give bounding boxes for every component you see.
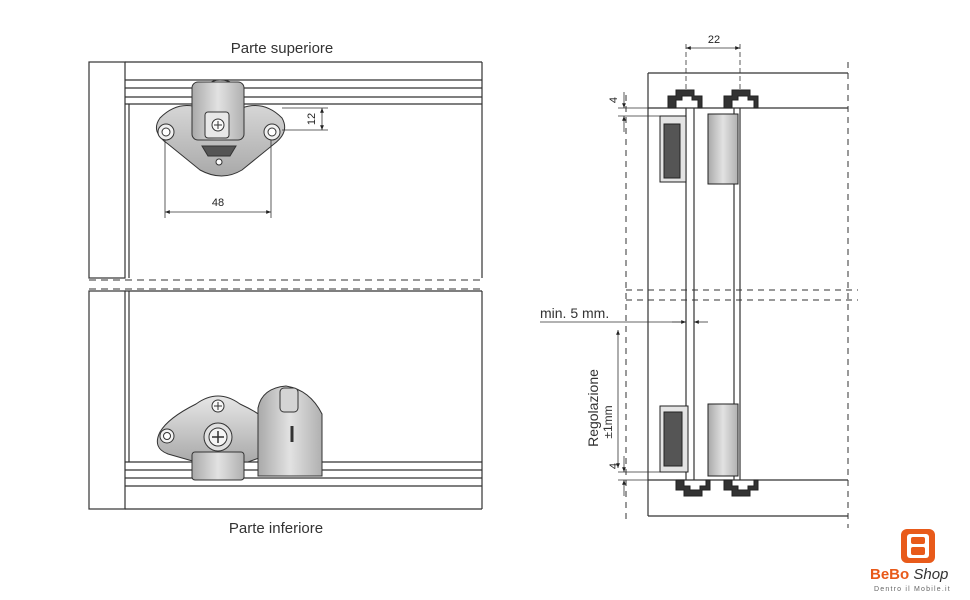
brand-tagline: Dentro il Mobile.it: [874, 586, 951, 593]
adjust-range: ±1mm: [601, 405, 615, 438]
brand-name-main: BeBo: [870, 566, 910, 583]
dim-48: [164, 140, 272, 218]
dim-4-bottom: [618, 456, 676, 496]
dim-48-label: 48: [212, 197, 224, 209]
dim-22-label: 22: [708, 34, 720, 46]
section-view: 22 4 min. 5 mm. Regolazione ±1mm: [540, 34, 858, 528]
top-runner-bracket: [155, 79, 286, 177]
adjust-title: Regolazione: [585, 369, 601, 447]
top-track: [659, 89, 759, 185]
brand-b-icon: [901, 529, 935, 563]
dim-4-top: [618, 92, 668, 132]
brand-logo: BeBo Shop Dentro il Mobile.it: [868, 528, 968, 598]
dim-12: [282, 107, 328, 131]
top-title: Parte superiore: [231, 40, 334, 57]
bottom-view: Parte inferiore: [88, 290, 483, 537]
bottom-track: [659, 403, 759, 497]
brand-name-shop: Shop: [913, 566, 949, 583]
min-gap-label: min. 5 mm.: [540, 305, 609, 321]
break-line: [89, 279, 482, 290]
dim-12-label: 12: [306, 113, 318, 125]
dim-4-bottom-label: 4: [608, 463, 620, 469]
section-break: [625, 62, 858, 528]
dim-4-top-label: 4: [608, 97, 620, 103]
top-frame: [88, 61, 483, 279]
bottom-runner-bracket: [156, 385, 323, 481]
dim-22: [685, 44, 741, 90]
bottom-title: Parte inferiore: [229, 520, 323, 537]
top-view: Parte superiore: [88, 40, 483, 290]
brand-name: BeBo Shop: [870, 566, 948, 583]
